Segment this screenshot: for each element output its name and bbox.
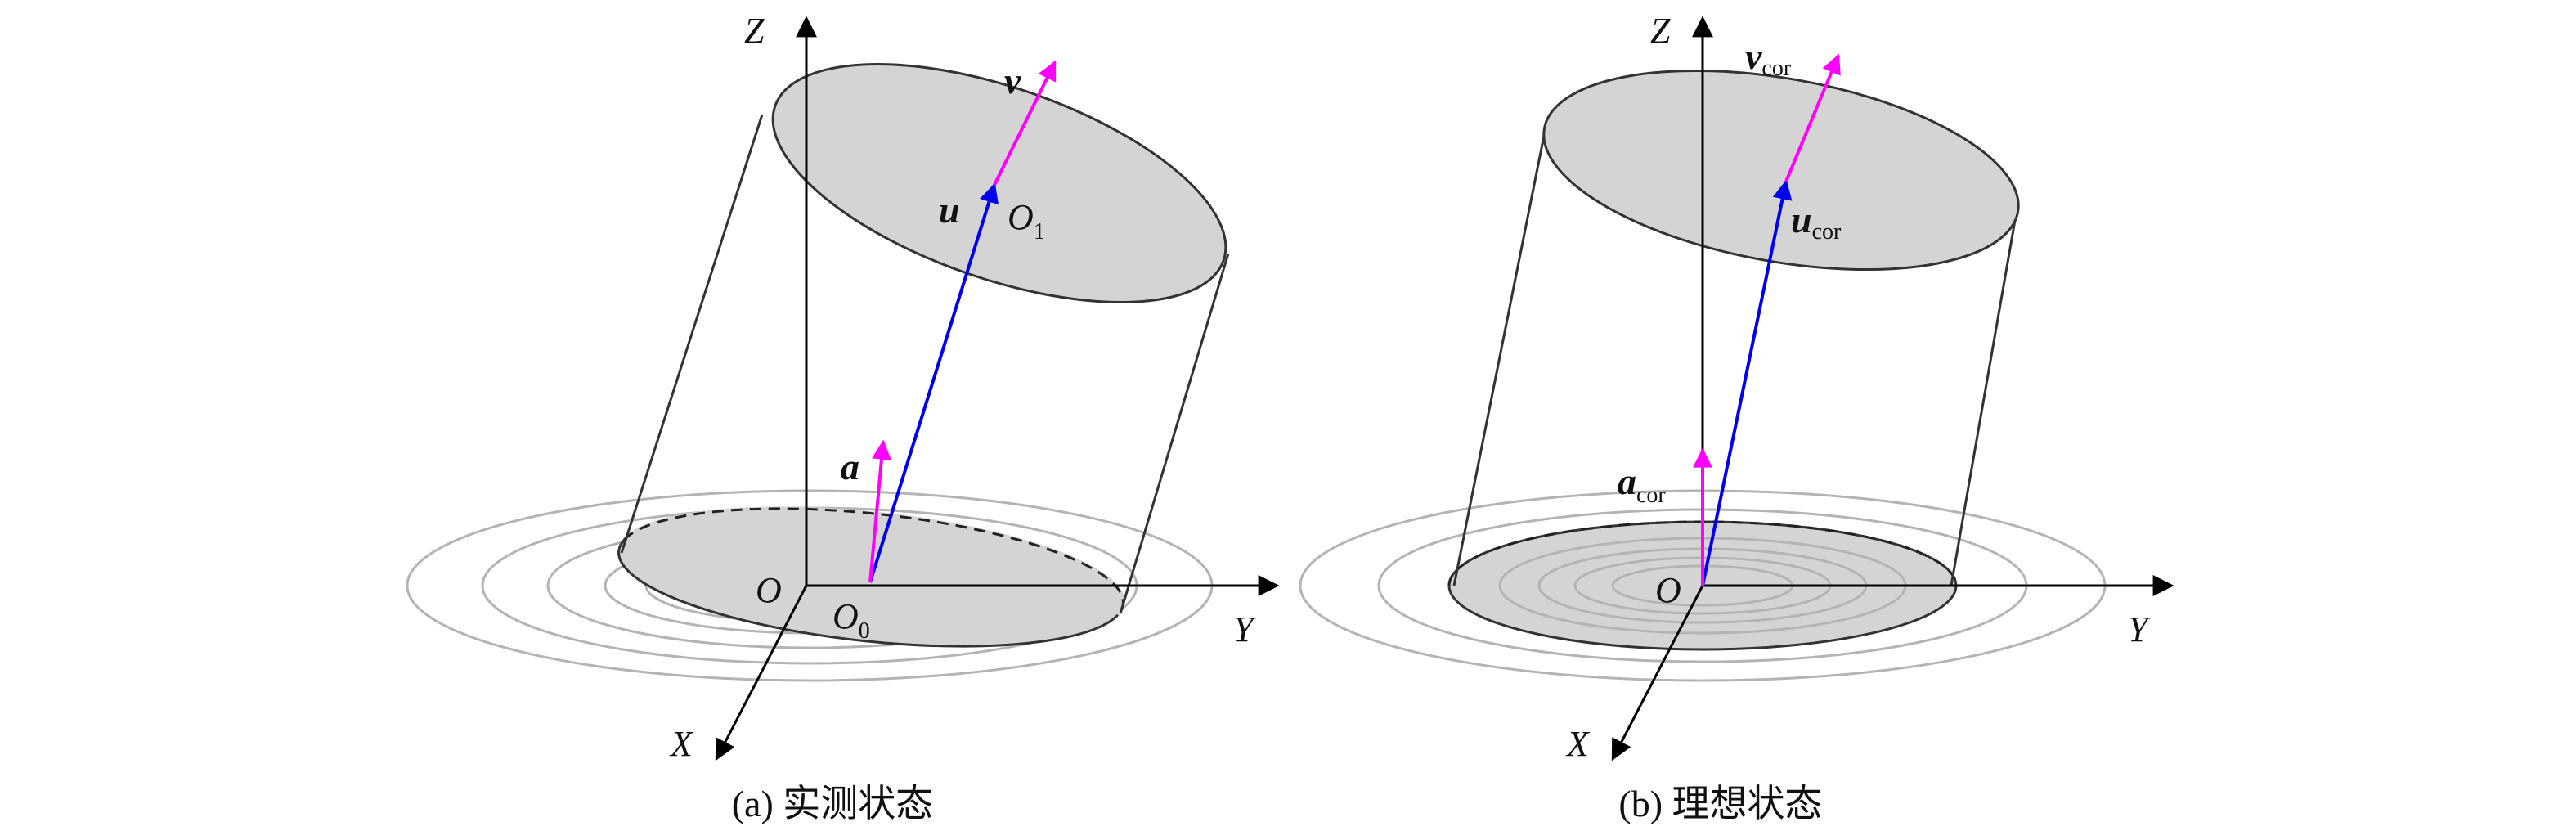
cylinder-left-edge xyxy=(620,114,764,554)
caption-b: (b) 理想状态 xyxy=(1618,783,1822,824)
cylinder-right-edge xyxy=(1950,210,2018,586)
origin-label: O xyxy=(756,570,782,610)
vector-u-label: ucor xyxy=(1791,199,1842,245)
vector-v xyxy=(1784,53,1841,182)
vector-v-label: vcor xyxy=(1745,35,1792,81)
x-axis xyxy=(715,585,808,761)
y-axis-label: Y xyxy=(1233,609,1257,649)
vector-a-label: a xyxy=(841,446,859,487)
top-center-label: O1 xyxy=(1008,197,1045,245)
cylinder-right-edge xyxy=(1119,253,1230,614)
y-axis-label: Y xyxy=(2128,609,2152,649)
origin-label: O xyxy=(1655,570,1681,610)
x-axis xyxy=(1611,585,1704,761)
vector-v xyxy=(993,60,1057,186)
vector-a xyxy=(868,439,891,583)
vector-v-label: v xyxy=(1004,60,1021,101)
top-ellipse xyxy=(771,63,1227,303)
cylinder-left-edge xyxy=(1452,127,1547,586)
panel-a: Z Y X O O0 O1 u v a (a) 实测状态 xyxy=(406,11,1280,824)
z-axis-label: Z xyxy=(1650,11,1671,51)
x-axis-label: X xyxy=(669,724,694,764)
vector-a-label: acor xyxy=(1618,460,1666,508)
vector-u-label: u xyxy=(939,189,960,231)
top-ellipse xyxy=(1542,69,2020,272)
x-axis-label: X xyxy=(1565,724,1591,764)
caption-a: (a) 实测状态 xyxy=(732,783,934,824)
vector-u xyxy=(868,182,999,583)
z-axis-label: Z xyxy=(744,11,765,51)
panel-b: Z Y X O ucor vcor acor (b) 理想状态 xyxy=(1299,11,2174,824)
bottom-center-label: O0 xyxy=(832,596,870,644)
vector-u xyxy=(1701,179,1793,586)
